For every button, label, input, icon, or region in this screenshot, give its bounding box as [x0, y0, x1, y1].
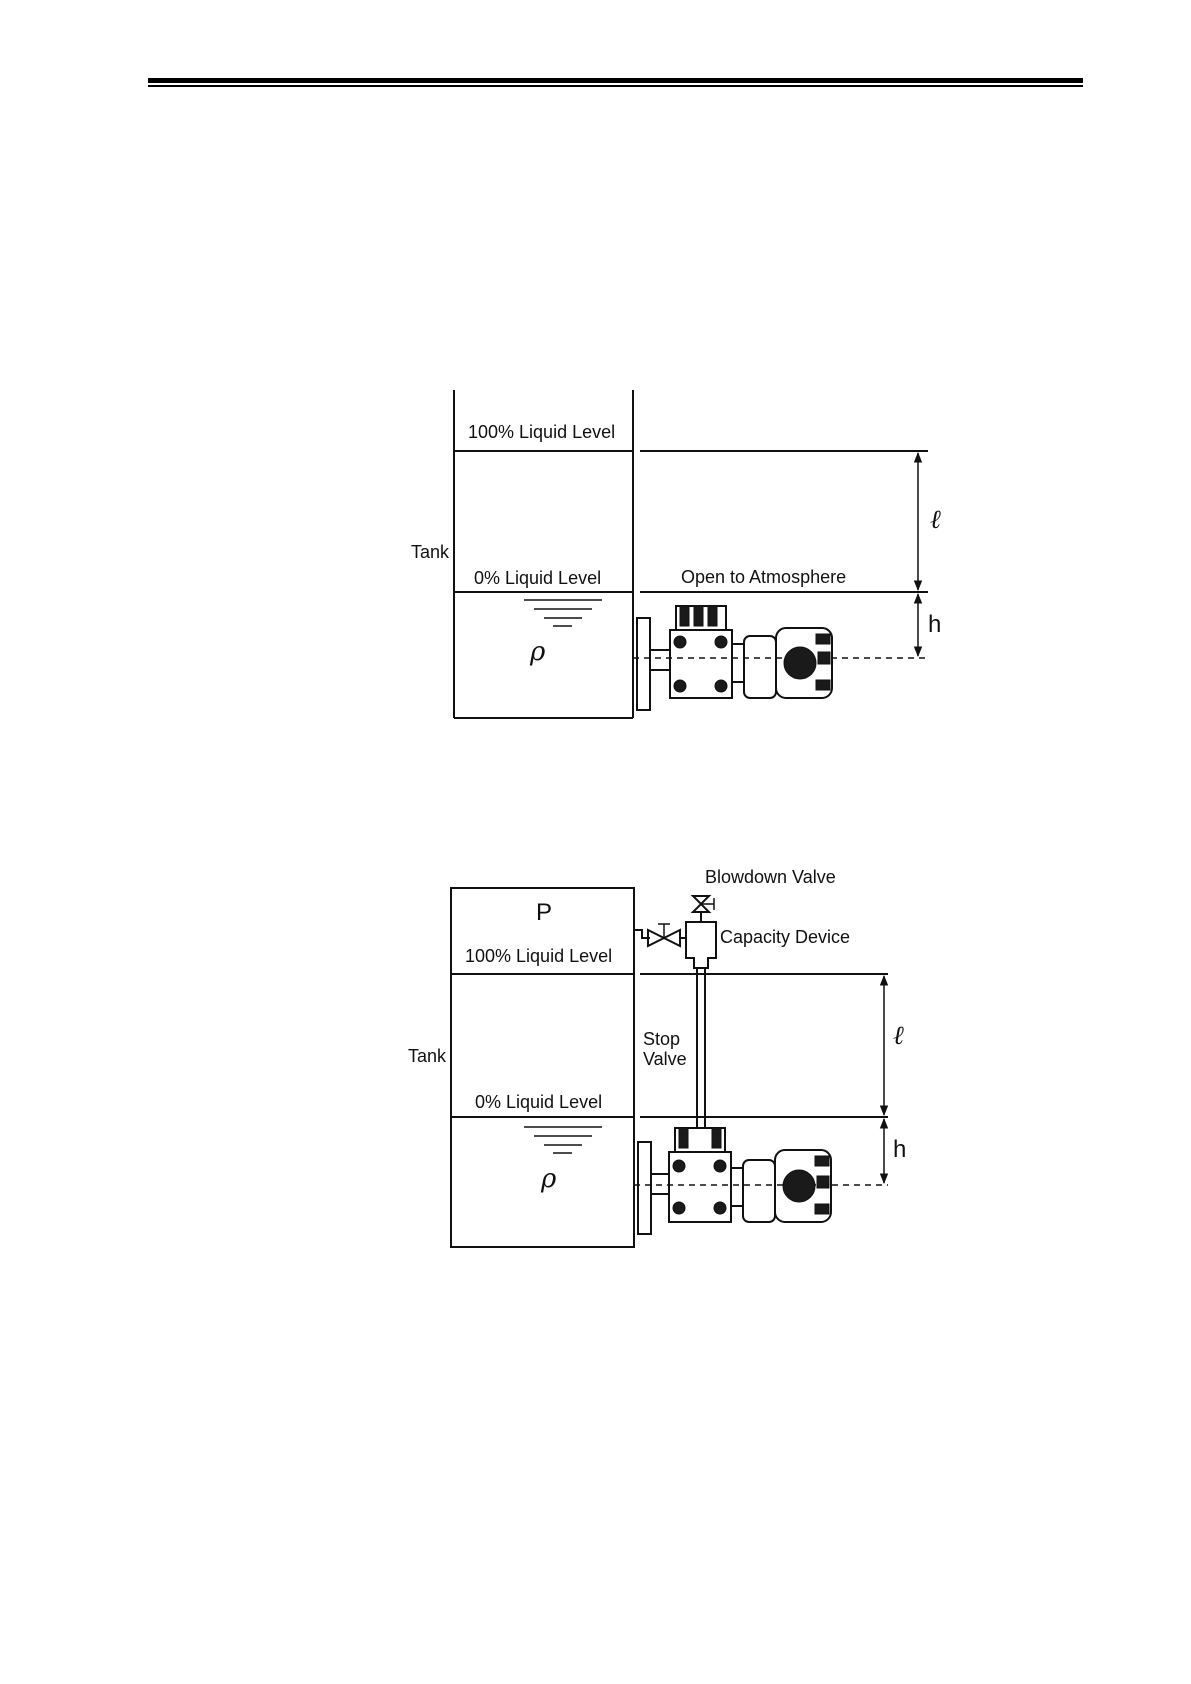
figure-open-tank: 100% Liquid Level 0% Liquid Level Tank O…	[411, 390, 941, 718]
symbol-span: ℓ	[930, 505, 941, 535]
label-tank-2: Tank	[408, 1046, 447, 1066]
label-100-level: 100% Liquid Level	[468, 422, 615, 442]
label-100-level-2: 100% Liquid Level	[465, 946, 612, 966]
label-0-level: 0% Liquid Level	[474, 568, 601, 588]
liquid-surface-icon-2	[524, 1127, 602, 1153]
capacity-device-icon	[686, 922, 716, 968]
blowdown-valve-icon	[693, 896, 714, 912]
symbol-density: ρ	[529, 637, 546, 667]
symbol-density-2: ρ	[540, 1164, 557, 1194]
symbol-offset-2: h	[893, 1136, 906, 1163]
figure-closed-tank: P 100% Liquid Level 0% Liquid Level Tank…	[408, 867, 906, 1247]
stop-valve-icon	[648, 924, 680, 946]
symbol-pressure: P	[536, 899, 552, 926]
liquid-surface-icon	[524, 600, 602, 626]
label-tank: Tank	[411, 542, 450, 562]
symbol-offset: h	[928, 611, 941, 638]
label-capacity-device: Capacity Device	[720, 927, 850, 947]
label-stop-line1: Stop	[643, 1029, 680, 1049]
label-stop-line2: Valve	[643, 1049, 687, 1069]
label-open-atmosphere: Open to Atmosphere	[681, 567, 846, 587]
label-blowdown-valve: Blowdown Valve	[705, 867, 836, 887]
label-0-level-2: 0% Liquid Level	[475, 1092, 602, 1112]
transmitter-icon-2	[638, 1128, 831, 1234]
symbol-span-2: ℓ	[893, 1021, 904, 1051]
